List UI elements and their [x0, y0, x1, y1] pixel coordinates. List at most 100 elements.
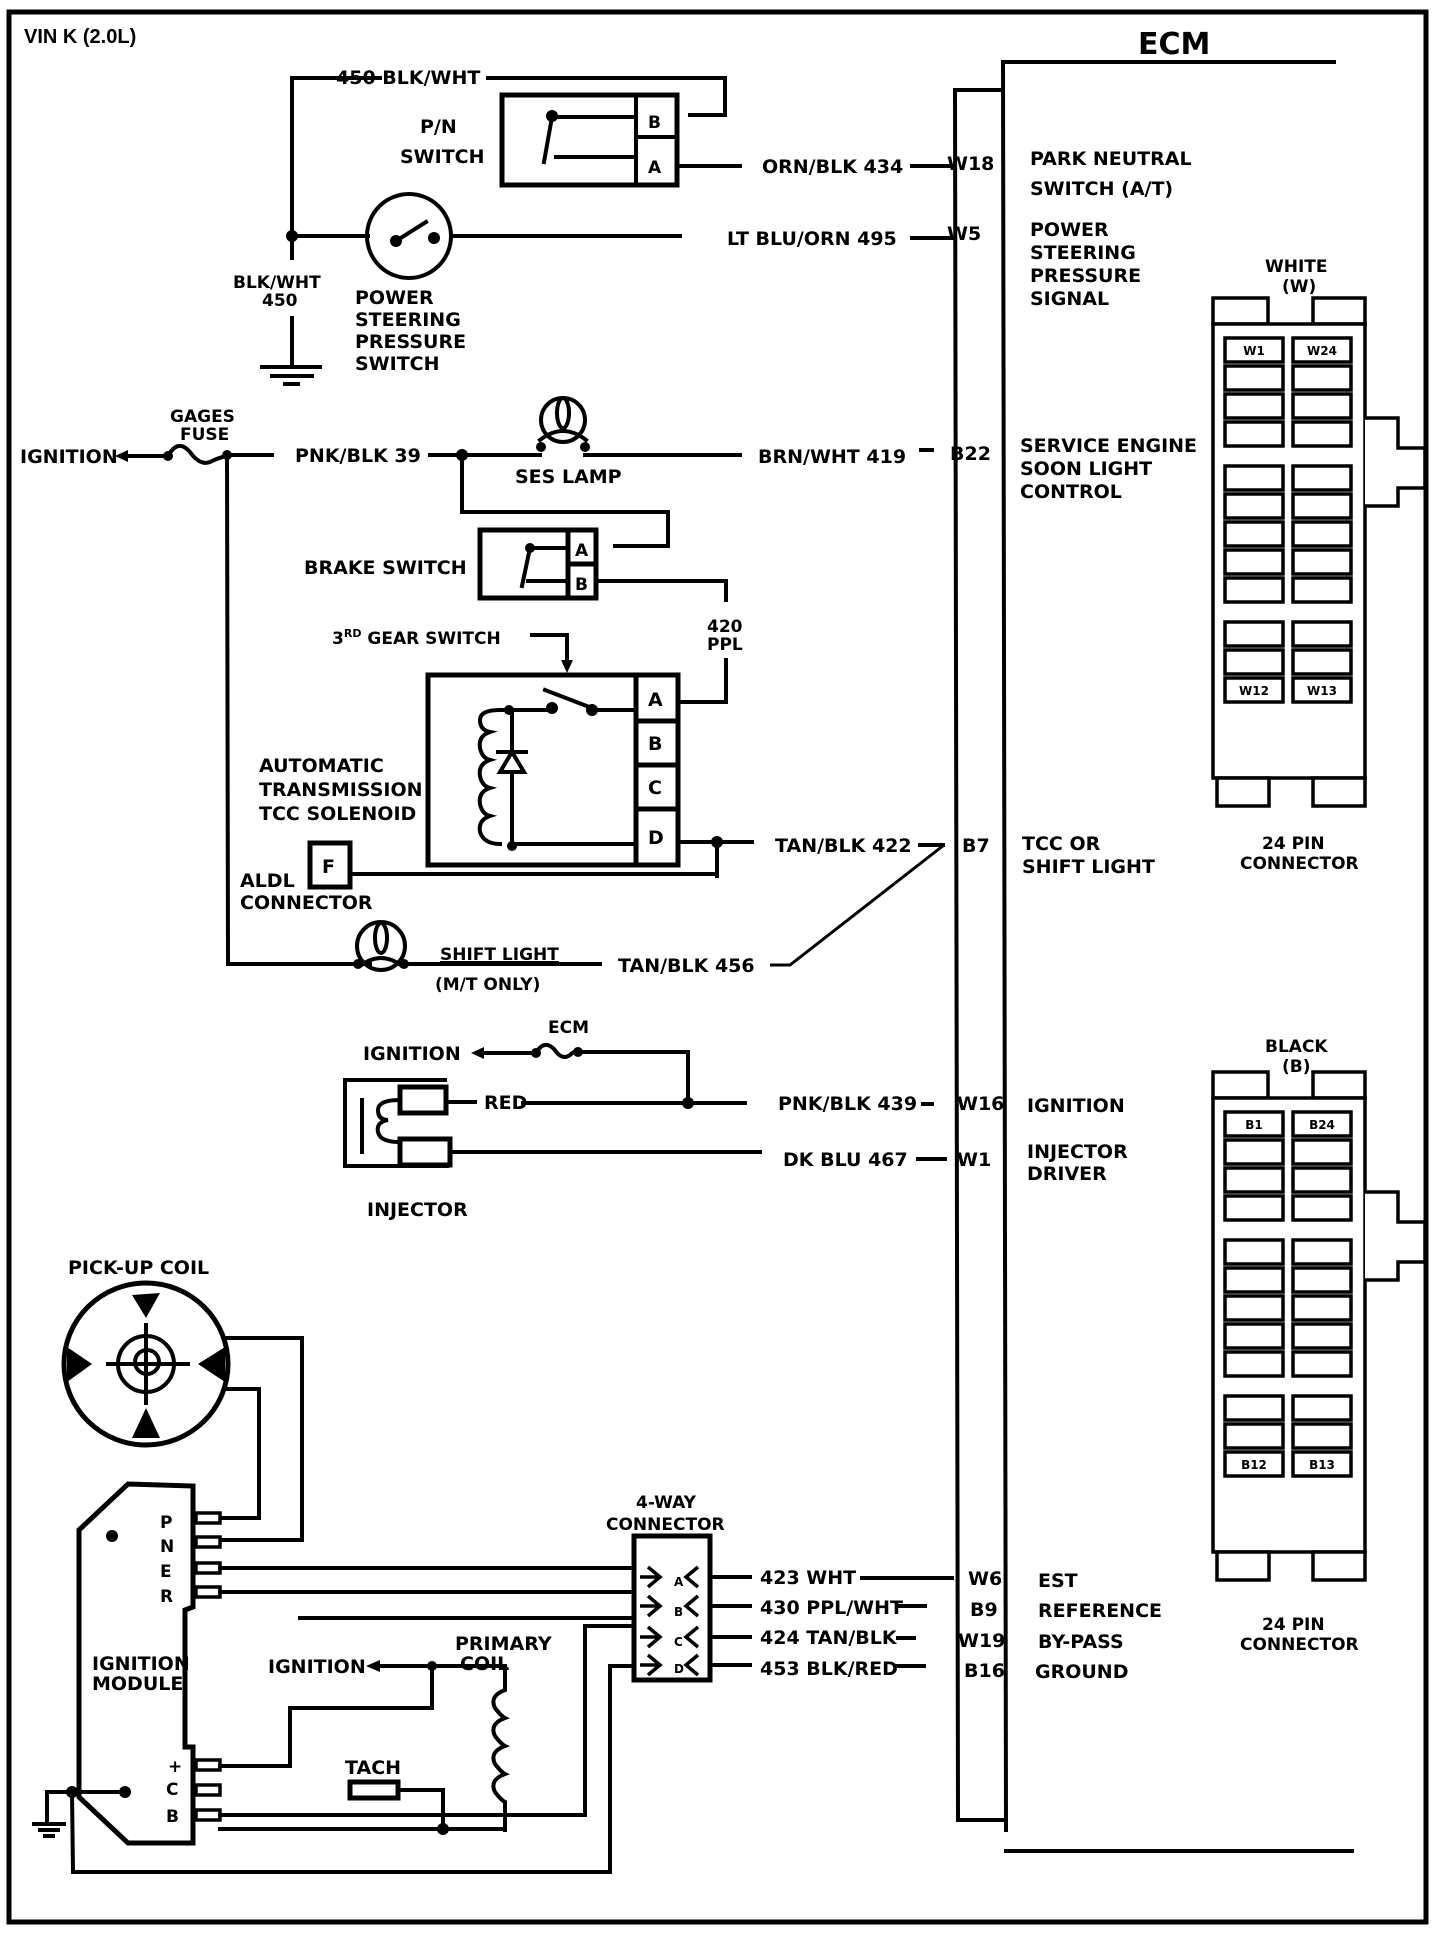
- ground-wire-label: BLK/WHT: [233, 273, 321, 293]
- pn-switch-circuit: 450 BLK/WHT B A P/N SWITCH ORN/BLK 434 L…: [233, 67, 957, 386]
- third-gear-text: GEAR SWITCH: [361, 629, 500, 649]
- wire-label-ppl: PPL: [707, 635, 743, 655]
- ignition-label: IGNITION: [268, 1656, 366, 1678]
- ses-lamp-icon: [536, 396, 590, 452]
- ecm-pin-w16: W16: [957, 1093, 1004, 1115]
- diagram-title: VIN K (2.0L): [24, 26, 136, 48]
- injector-circuit: IGNITION ECM RED PNK/BLK 439 DK BLU 467 …: [343, 1018, 947, 1221]
- arrow-left-icon: [366, 1660, 380, 1672]
- ps-switch-label: PRESSURE: [355, 331, 466, 353]
- pin-cavity: [1291, 620, 1353, 648]
- pin-label: W12: [1239, 684, 1269, 698]
- ground-wire-label: 450: [262, 291, 298, 311]
- pin-cavity: [1223, 464, 1285, 492]
- arrow-down-icon: [561, 660, 573, 673]
- ses-lamp-label: SES LAMP: [515, 466, 622, 488]
- pn-terminal-b: B: [648, 113, 661, 133]
- pin-cavity: [1291, 1422, 1353, 1450]
- connector-tab: [1311, 1550, 1367, 1582]
- connector-tab: [1311, 776, 1367, 808]
- tcc-solenoid-label: AUTOMATIC: [259, 755, 384, 777]
- pin-cavity: [1291, 1450, 1353, 1478]
- connector-color-label: BLACK: [1265, 1037, 1328, 1057]
- pickup-coil-icon: [61, 1280, 231, 1448]
- pin-cavity: [1291, 1166, 1353, 1194]
- ground-icon: [260, 365, 322, 386]
- pin-cavity: [1223, 336, 1285, 364]
- connector-caption: CONNECTOR: [1240, 1635, 1359, 1655]
- aldl-terminal-f: F: [322, 856, 335, 878]
- brake-terminal-a: A: [575, 541, 589, 561]
- pn-switch-label: SWITCH: [400, 146, 485, 168]
- fourway-terminal-b: B: [674, 1605, 683, 1619]
- ecm-pin-b22: B22: [950, 443, 991, 465]
- pin-cavity: [1223, 1138, 1285, 1166]
- shift-light-circuit: SHIFT LIGHT (M/T ONLY) TAN/BLK 456: [353, 843, 945, 995]
- connector-tab: [1211, 296, 1270, 326]
- connector-color-label: WHITE: [1265, 257, 1328, 277]
- pin-cavity: [1223, 520, 1285, 548]
- pin-cavity: [1291, 1350, 1353, 1378]
- ecm-pin-b7: B7: [962, 835, 990, 857]
- solenoid-coil-icon: [477, 707, 503, 847]
- tcc-solenoid-label: TRANSMISSION: [259, 779, 423, 801]
- wire-label-420: 420: [707, 617, 743, 637]
- pin-cavity: [1223, 392, 1285, 420]
- ecm-function-line: TCC OR: [1022, 833, 1101, 855]
- ps-switch-label: STEERING: [355, 309, 461, 331]
- ecm-function-line: SHIFT LIGHT: [1022, 856, 1155, 878]
- pin-cavity: [1291, 548, 1353, 576]
- pickup-coil-label: PICK-UP COIL: [68, 1257, 209, 1279]
- gages-fuse-label: FUSE: [180, 425, 229, 445]
- ses-lamp-circuit: IGNITION GAGES FUSE PNK/BLK 39 SES LAMP …: [20, 396, 934, 704]
- pn-switch: [499, 92, 680, 188]
- ecm-pin-w6: W6: [968, 1568, 1002, 1590]
- ecm-fuse-label: ECM: [548, 1018, 589, 1038]
- arrow-left-icon: [115, 450, 128, 462]
- gages-fuse-label: GAGES: [170, 407, 235, 427]
- pin-cavity: [1291, 1294, 1353, 1322]
- ecm-function-line: PARK NEUTRAL: [1030, 148, 1192, 170]
- connector-code-label: (B): [1282, 1057, 1311, 1077]
- pin-cavity: [1291, 1322, 1353, 1350]
- ground-icon: [32, 1822, 66, 1838]
- pin-cavity: [1291, 336, 1353, 364]
- aldl-label: ALDL: [240, 870, 295, 892]
- fourway-terminal-a: A: [674, 1575, 684, 1589]
- wire-label-424-tan-blk: 424 TAN/BLK: [760, 1627, 898, 1649]
- shift-light-label: SHIFT LIGHT: [440, 945, 559, 965]
- ecm-pin-w18: W18: [947, 153, 994, 175]
- brake-terminal-b: B: [575, 575, 588, 595]
- ignition-module: [76, 1481, 196, 1846]
- primary-coil-icon: [491, 1664, 510, 1832]
- wire-label-430-ppl-wht: 430 PPL/WHT: [760, 1597, 903, 1619]
- ecm-function-line: PRESSURE: [1030, 265, 1141, 287]
- module-terminal-e: E: [160, 1562, 172, 1582]
- wire-label-orn-blk-434: ORN/BLK 434: [762, 156, 903, 178]
- module-terminal-n: N: [160, 1537, 174, 1557]
- wire-label-brn-wht-419: BRN/WHT 419: [758, 446, 906, 468]
- pin-cavity: [1223, 548, 1285, 576]
- ecm-pin-b16: B16: [964, 1660, 1005, 1682]
- tcc-terminal-b: B: [648, 733, 662, 755]
- pin-cavity: [1223, 1194, 1285, 1222]
- diode-icon: [496, 748, 528, 774]
- ecm-function-line: IGNITION: [1027, 1095, 1125, 1117]
- pin-cavity: [1223, 420, 1285, 448]
- ecm-pin-b9: B9: [970, 1599, 998, 1621]
- pin-cavity: [1291, 492, 1353, 520]
- module-terminal-p: P: [160, 1513, 172, 1533]
- shift-light-label: (M/T ONLY): [435, 975, 540, 995]
- ecm-function-line: CONTROL: [1020, 481, 1122, 503]
- connector-latch: [1365, 416, 1427, 508]
- ignition-label: IGNITION: [363, 1043, 461, 1065]
- ecm-pin-strip: [952, 88, 1005, 1822]
- ecm-function-line: DRIVER: [1027, 1163, 1107, 1185]
- third-gear-label: 3RD GEAR SWITCH: [332, 627, 501, 649]
- pin-cavity: [1291, 1394, 1353, 1422]
- connector-caption: CONNECTOR: [1240, 854, 1359, 874]
- primary-coil-label: COIL: [460, 1653, 509, 1675]
- ps-switch-label: SWITCH: [355, 353, 440, 375]
- pin-cavity: [1291, 576, 1353, 604]
